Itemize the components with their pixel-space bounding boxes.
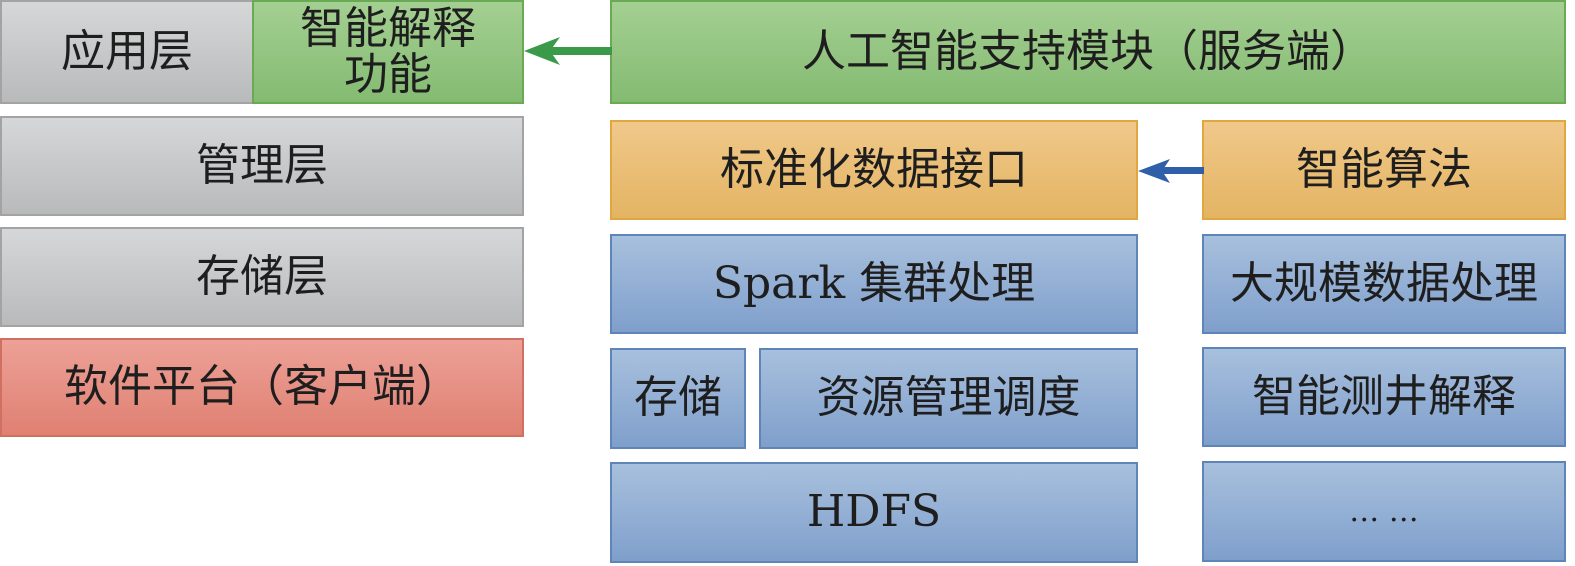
green-arrow-icon bbox=[524, 37, 612, 65]
resource-management-label: 资源管理调度 bbox=[816, 372, 1081, 424]
hdfs-label: HDFS bbox=[806, 486, 942, 538]
storage-layer-label: 存储层 bbox=[196, 250, 328, 302]
intelligent-interpretation-function: 智能解释功能 bbox=[252, 0, 524, 104]
ai-support-label: 人工智能支持模块（服务端） bbox=[802, 25, 1374, 77]
storage-label: 存储 bbox=[634, 372, 722, 424]
hdfs: HDFS bbox=[610, 462, 1138, 563]
resource-management-scheduling: 资源管理调度 bbox=[759, 348, 1138, 449]
application-layer: 应用层 bbox=[0, 0, 254, 104]
blue-arrow-icon bbox=[1138, 159, 1204, 183]
software-platform-label: 软件平台（客户端） bbox=[64, 361, 460, 413]
large-scale-label: 大规模数据处理 bbox=[1230, 257, 1538, 309]
spark-label: Spark 集群处理 bbox=[712, 257, 1036, 309]
logging-interpretation-label: 智能测井解释 bbox=[1252, 370, 1516, 422]
data-interface-label: 标准化数据接口 bbox=[720, 143, 1028, 195]
application-layer-label: 应用层 bbox=[61, 25, 193, 77]
intelligent-interpretation-label: 智能解释功能 bbox=[300, 2, 476, 100]
algorithm-label: 智能算法 bbox=[1296, 143, 1472, 195]
standardized-data-interface: 标准化数据接口 bbox=[610, 120, 1138, 220]
management-layer: 管理层 bbox=[0, 116, 524, 216]
ellipsis-label: … … bbox=[1349, 493, 1419, 529]
intelligent-logging-interpretation: 智能测井解释 bbox=[1202, 347, 1566, 447]
spark-cluster-processing: Spark 集群处理 bbox=[610, 234, 1138, 334]
intelligent-algorithm: 智能算法 bbox=[1202, 120, 1566, 220]
ellipsis-box: … … bbox=[1202, 461, 1566, 562]
ai-support-module: 人工智能支持模块（服务端） bbox=[610, 0, 1566, 104]
large-scale-data-processing: 大规模数据处理 bbox=[1202, 234, 1566, 334]
storage-layer: 存储层 bbox=[0, 227, 524, 327]
software-platform-client: 软件平台（客户端） bbox=[0, 338, 524, 437]
storage-box: 存储 bbox=[610, 348, 746, 449]
management-layer-label: 管理层 bbox=[196, 139, 328, 191]
